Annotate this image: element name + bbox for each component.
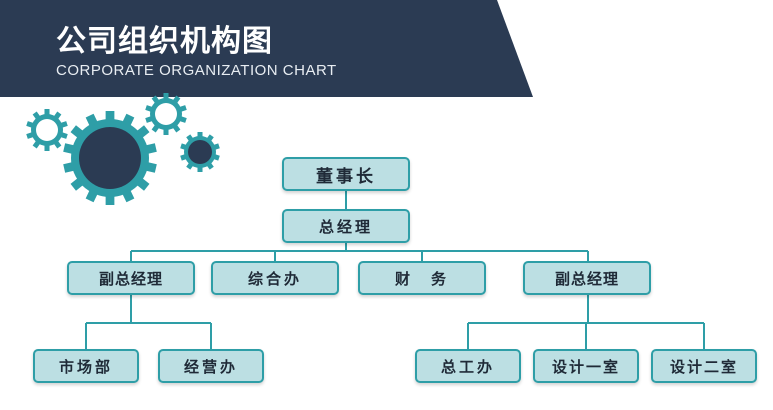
gear-icon [26,109,68,151]
node-marketing: 市场部 [33,349,139,383]
node-vp-left: 副总经理 [67,261,195,295]
node-admin-office: 综合办 [211,261,339,295]
node-general-manager: 总经理 [282,209,410,243]
gear-hub [79,127,141,189]
node-design-room-2: 设计二室 [651,349,757,383]
node-operations-office: 经营办 [158,349,264,383]
page-title: 公司组织机构图 [56,24,273,59]
decorative-gears [26,93,220,205]
node-chairman: 董事长 [282,157,410,191]
header-banner [0,0,533,97]
node-design-room-1: 设计一室 [533,349,639,383]
node-vp-right: 副总经理 [523,261,651,295]
node-finance: 财 务 [358,261,486,295]
node-engineering-office: 总工办 [415,349,521,383]
page-subtitle: CORPORATE ORGANIZATION CHART [56,62,337,79]
gear-icon [145,93,187,135]
